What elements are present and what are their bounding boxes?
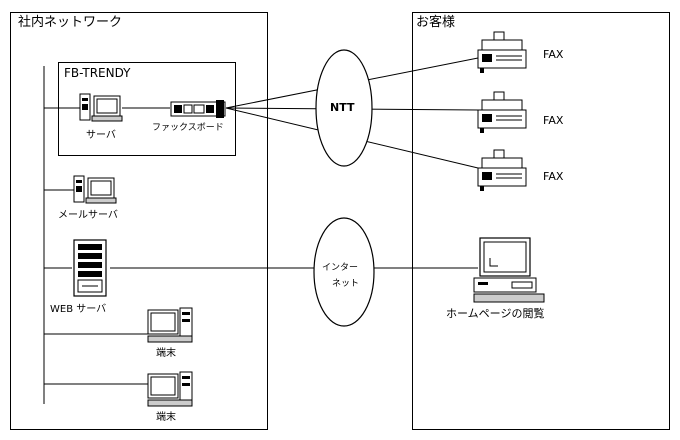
terminal-1-icon [147, 307, 193, 343]
internal-network-box [10, 12, 268, 430]
customer-box [412, 12, 670, 430]
server-label: サーバ [86, 130, 116, 141]
server-computer-icon [79, 93, 123, 122]
web-server-label: WEB サーバ [50, 304, 107, 315]
mail-server-icon [73, 175, 117, 204]
homepage-label: ホームページの閲覧 [446, 307, 545, 320]
fax-1-label: FAX [543, 48, 564, 61]
internet-label-line1: インター [322, 263, 359, 273]
mail-server-label: メールサーバ [58, 210, 118, 221]
fax-board-label: ファックスボード [152, 123, 224, 133]
fax-2-label: FAX [543, 114, 564, 127]
terminal-2-label: 端末 [156, 412, 176, 423]
internet-cloud [313, 217, 375, 327]
customer-pc-icon [473, 237, 545, 303]
terminal-2-icon [147, 371, 193, 407]
customer-title: お客様 [416, 15, 456, 30]
fax-machine-2-icon [477, 91, 527, 133]
fax-machine-1-icon [477, 31, 527, 73]
ntt-label: NTT [330, 101, 355, 114]
fb-trendy-group-box [58, 62, 236, 156]
internal-network-title: 社内ネットワーク [18, 15, 123, 30]
fax-machine-3-icon [477, 149, 527, 191]
internet-label-line2: ネット [332, 279, 360, 289]
web-server-tower-icon [73, 239, 107, 297]
ntt-cloud [315, 49, 373, 167]
fax-3-label: FAX [543, 170, 564, 183]
terminal-1-label: 端末 [156, 348, 176, 359]
fb-trendy-label: FB-TRENDY [64, 66, 131, 80]
fax-board-icon [170, 100, 226, 118]
